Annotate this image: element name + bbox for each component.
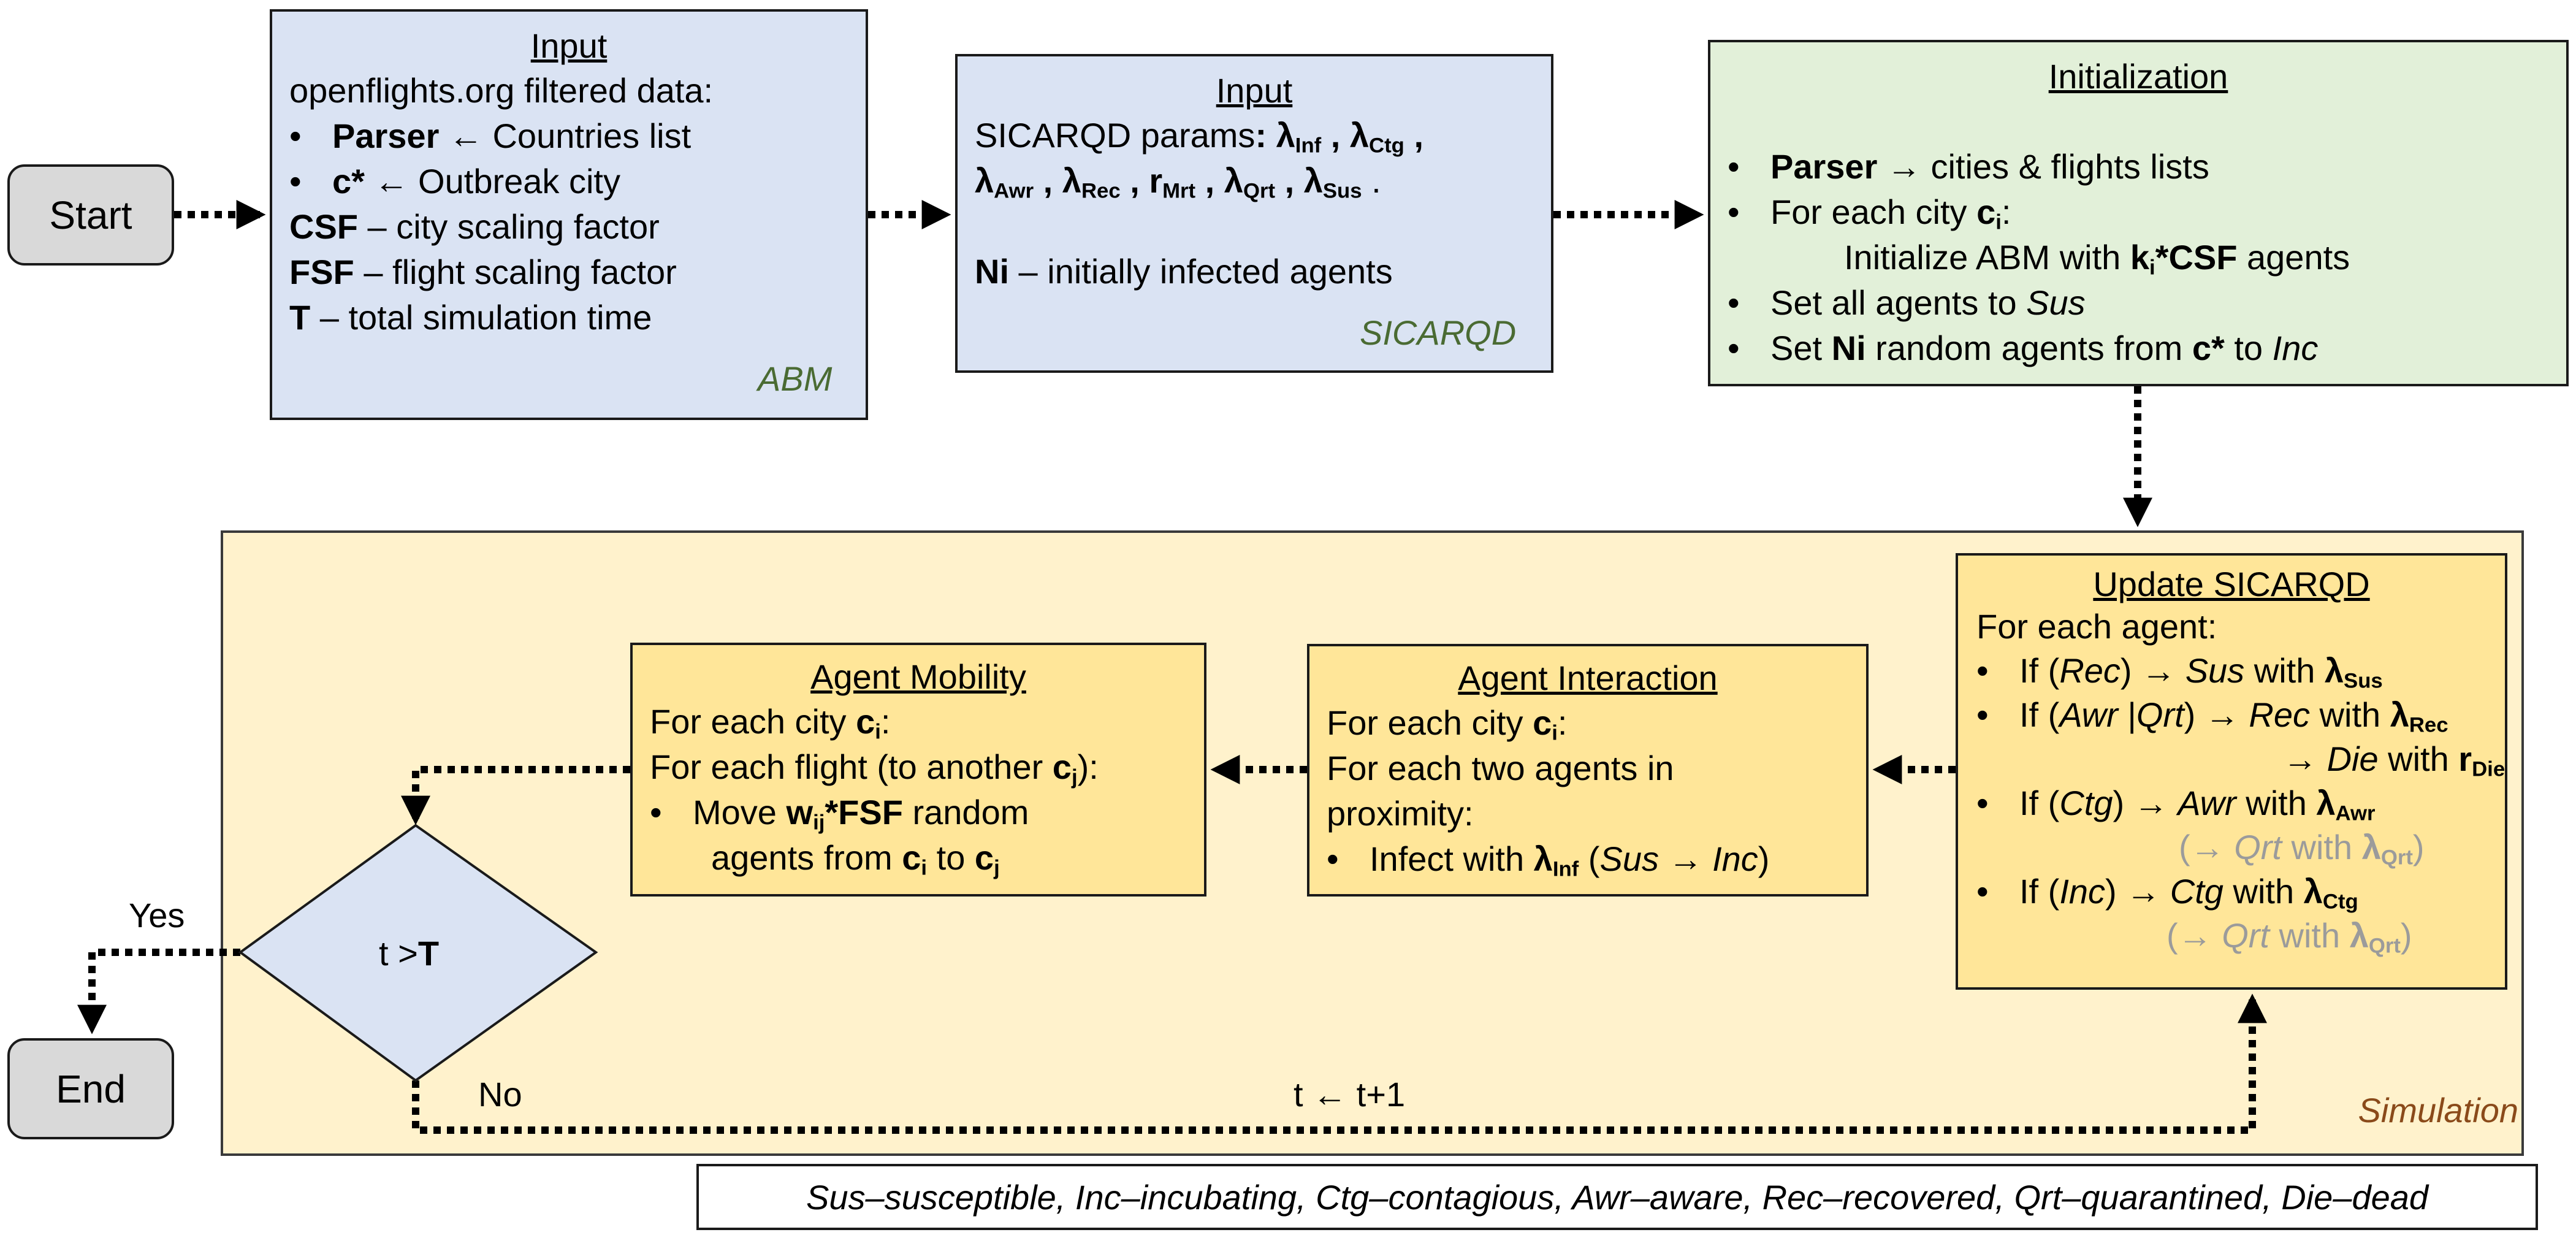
interaction-line2: For each two agents in [1327,749,1674,787]
input-sicarqd-params-line2: λAwr , λRec , rMrt , λQrt , λSus . [975,161,1381,203]
init-bullet1: •Parser → cities & flights lists [1728,147,2209,186]
arrow-mobility-to-decision [401,766,630,825]
update-head: For each agent: [1976,607,2217,646]
init-bullet4: •Set Ni random agents from c* to Inc [1728,329,2319,367]
decision-diamond [238,824,598,1082]
start-terminal: Start [7,164,174,266]
agent-mobility-box: Agent Mobility For each city ci: For eac… [630,643,1206,897]
update-rule-die: → Die with rDie [2283,740,2506,781]
end-terminal: End [7,1038,174,1139]
initialization-box: Initialization •Parser → cities & flight… [1708,40,2569,386]
input-abm-t: T – total simulation time [289,298,652,337]
simulation-tag: Simulation [2358,1091,2518,1130]
yes-label: Yes [129,896,185,935]
input-abm-box: Input openflights.org filtered data: •Pa… [270,9,868,420]
update-rule-awr: •If (Awr |Qrt) → Rec with λRec [1976,695,2448,737]
update-sicarqd-box: Update SICARQD For each agent: •If (Rec)… [1956,553,2507,990]
initialization-title: Initialization [2048,57,2228,96]
agent-mobility-title: Agent Mobility [810,657,1026,696]
init-bullet2-indent: Initialize ABM with ki*CSF agents [1844,238,2350,280]
input-sicarqd-ni: Ni – initially infected agents [975,252,1393,291]
input-abm-title: Input [530,26,608,65]
interaction-line1: For each city ci: [1327,703,1568,745]
decision-label: t >T [379,934,440,973]
loop-label: t ← t+1 [1294,1075,1406,1114]
update-rule-inc-qrt: (→ Qrt with λQrt) [2166,916,2412,958]
update-rule-ctg-qrt: (→ Qrt with λQrt) [2179,828,2425,870]
input-abm-csf: CSF – city scaling factor [289,207,660,246]
init-bullet3: •Set all agents to Sus [1728,283,2086,322]
input-abm-bullet2: •c* ← Outbreak city [289,162,620,201]
input-sicarqd-box: Input SICARQD params: λInf , λCtg , λAwr… [955,54,1553,373]
input-sicarqd-params-line1: SICARQD params: λInf , λCtg , [975,116,1424,158]
mobility-bullet-b: agents from ci to cj [711,838,1000,880]
agent-interaction-title: Agent Interaction [1458,659,1718,697]
update-sicarqd-title: Update SICARQD [2093,565,2370,603]
input-abm-bullet1: •Parser ← Countries list [289,117,692,155]
mobility-bullet-a: •Move wij*FSF random [650,793,1029,835]
input-sicarqd-title: Input [1216,71,1293,110]
input-abm-line1: openflights.org filtered data: [289,71,714,110]
no-label: No [478,1075,522,1114]
mobility-line1: For each city ci: [650,702,891,744]
agent-interaction-box: Agent Interaction For each city ci: For … [1307,644,1869,897]
update-rule-rec: •If (Rec) → Sus with λSus [1976,651,2383,693]
abbreviation-legend: Sus–susceptible, Inc–incubating, Ctg–con… [696,1164,2538,1230]
init-bullet2: •For each city ci: [1728,193,2011,234]
input-sicarqd-tag: SICARQD [1360,313,1517,352]
interaction-line3: proximity: [1327,794,1474,833]
update-rule-ctg: •If (Ctg) → Awr with λAwr [1976,784,2376,825]
input-abm-tag: ABM [758,359,833,398]
mobility-line2: For each flight (to another cj): [650,748,1099,789]
update-rule-inc: •If (Inc) → Ctg with λCtg [1976,872,2358,914]
input-abm-fsf: FSF – flight scaling factor [289,253,677,291]
arrow-decision-yes-to-end [77,949,240,1034]
interaction-bullet: •Infect with λInf (Sus → Inc) [1327,839,1770,881]
